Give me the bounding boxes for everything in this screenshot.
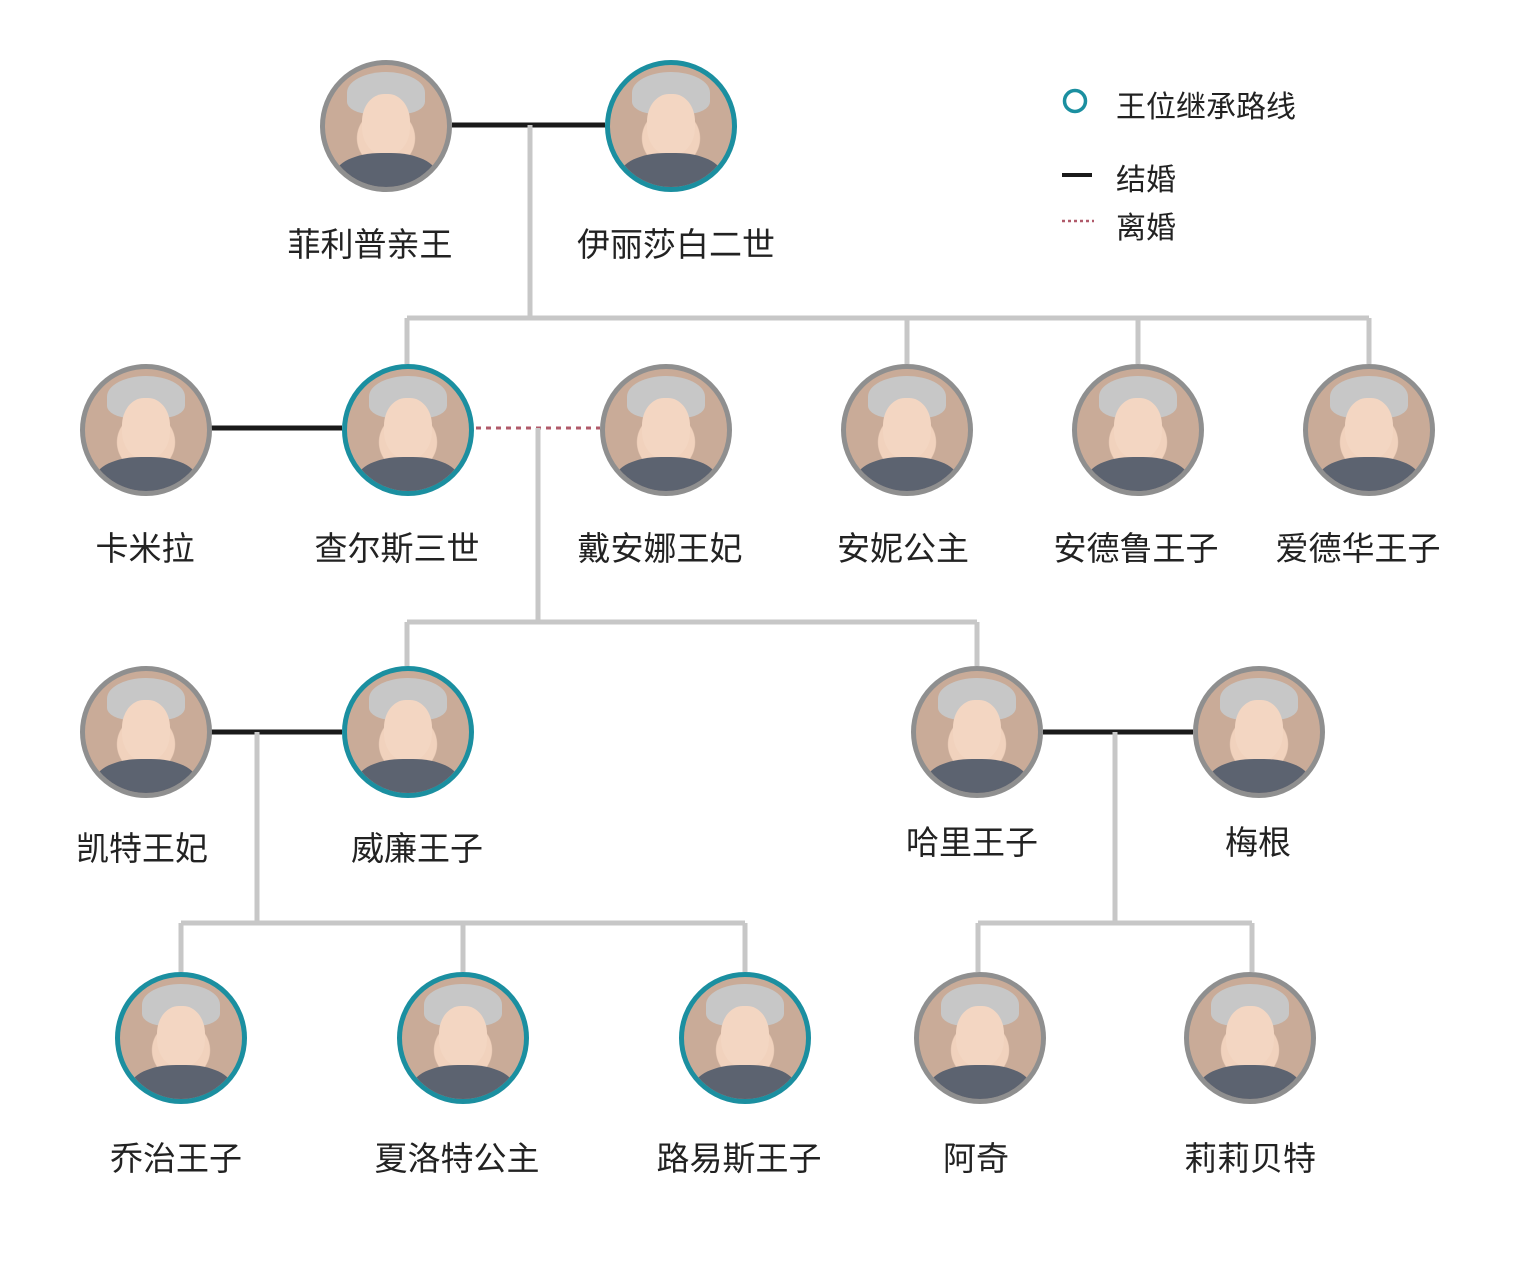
- anne-photo: [841, 364, 973, 496]
- legend-succession-label: 王位继承路线: [1116, 90, 1296, 125]
- meghan-photo: [1193, 666, 1325, 798]
- lilibet-photo: [1184, 972, 1316, 1104]
- marriage-line-icon: [1062, 173, 1092, 177]
- william-photo: [342, 666, 474, 798]
- kate-name: 凯特王妃: [76, 829, 208, 868]
- descent-lines-gen2: [404, 428, 980, 666]
- andrew-photo: [1072, 364, 1204, 496]
- camilla-name: 卡米拉: [95, 529, 195, 568]
- succession-ring-icon: [1062, 88, 1088, 114]
- harry-photo: [911, 666, 1043, 798]
- charlotte-photo: [397, 972, 529, 1104]
- andrew-name: 安德鲁王子: [1053, 529, 1219, 568]
- archie-name: 阿奇: [943, 1139, 1009, 1178]
- philip-photo: [320, 60, 452, 192]
- louis-photo: [679, 972, 811, 1104]
- louis-name: 路易斯王子: [656, 1139, 822, 1178]
- descent-lines-gen3-william: [178, 732, 748, 972]
- diana-name: 戴安娜王妃: [577, 529, 743, 568]
- anne-name: 安妮公主: [837, 529, 969, 568]
- legend-divorce-label: 离婚: [1116, 211, 1176, 246]
- charlotte-name: 夏洛特公主: [374, 1139, 540, 1178]
- camilla-photo: [80, 364, 212, 496]
- diana-photo: [600, 364, 732, 496]
- archie-photo: [914, 972, 1046, 1104]
- charles-photo: [342, 364, 474, 496]
- george-name: 乔治王子: [110, 1139, 242, 1178]
- descent-lines-gen1: [404, 125, 1372, 364]
- meghan-name: 梅根: [1225, 823, 1291, 862]
- legend-marriage-label: 结婚: [1116, 163, 1176, 198]
- divorce-line-icon: [1062, 219, 1094, 223]
- kate-photo: [80, 666, 212, 798]
- descent-lines-gen3-harry: [975, 732, 1255, 972]
- edward-name: 爱德华王子: [1275, 529, 1441, 568]
- elizabeth-name: 伊丽莎白二世: [577, 225, 775, 264]
- harry-name: 哈里王子: [906, 823, 1038, 862]
- elizabeth-photo: [605, 60, 737, 192]
- charles-name: 查尔斯三世: [314, 529, 480, 568]
- edward-photo: [1303, 364, 1435, 496]
- george-photo: [115, 972, 247, 1104]
- philip-name: 菲利普亲王: [287, 225, 453, 264]
- lilibet-name: 莉莉贝特: [1184, 1139, 1316, 1178]
- william-name: 威廉王子: [351, 829, 483, 868]
